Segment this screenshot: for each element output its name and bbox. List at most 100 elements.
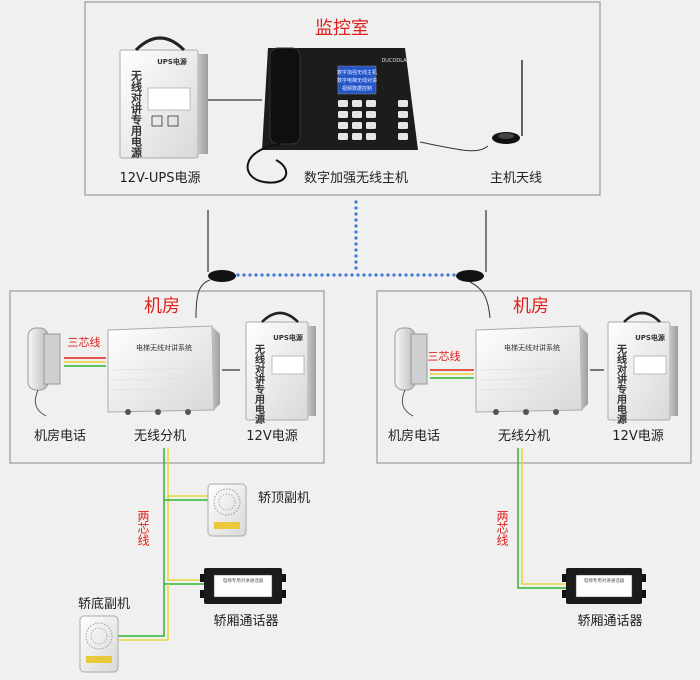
machine-room-left-title: 机房 — [144, 296, 180, 317]
wireless-dot — [422, 273, 426, 277]
wireless-dot — [428, 273, 432, 277]
host-phone-device: 数字加强无线主机 数字电梯无线对讲 视频数据控制 DUCODLA — [246, 47, 418, 184]
room-phone-left — [27, 327, 61, 417]
keypad-key — [366, 122, 376, 129]
wireless-dot — [260, 273, 264, 277]
wireless-dot — [272, 273, 276, 277]
wireless-dot — [434, 273, 438, 277]
two-wire-right — [517, 448, 568, 589]
two-wire-left — [118, 448, 208, 641]
power-left-text: 无线对讲专用电源 — [253, 344, 266, 425]
car-intercom-right-label: 轿厢通话器 — [577, 614, 642, 629]
car-intercom-left-label: 轿厢通话器 — [213, 614, 278, 629]
three-wire-right-label: 三芯线 — [428, 349, 461, 363]
antenna-right-icon — [456, 210, 491, 319]
splitter-left-label: 无线分机 — [134, 429, 186, 444]
wireless-dot — [284, 273, 288, 277]
wireless-dot — [354, 242, 358, 246]
wireless-dot — [308, 273, 312, 277]
car-intercom-left-device: 电梯专用对讲通话器 — [200, 568, 286, 604]
wireless-dot — [332, 273, 336, 277]
wireless-dot — [344, 273, 348, 277]
keypad-key — [366, 100, 376, 107]
keypad-key — [398, 133, 408, 140]
wireless-dot — [440, 273, 444, 277]
room-phone-right-label: 机房电话 — [388, 428, 440, 444]
power-right-device: UPS电源 无线对讲专用电源 — [607, 311, 678, 425]
two-wire-right-label: 两芯线 — [495, 510, 509, 546]
power-left-device: UPS电源 无线对讲专用电源 — [245, 311, 316, 425]
wireless-dot — [326, 273, 330, 277]
wireless-dot — [410, 273, 414, 277]
power-right-top-text: UPS电源 — [635, 333, 665, 342]
wireless-dot — [362, 273, 366, 277]
antenna-left-icon — [195, 210, 236, 319]
car-top-unit-device — [207, 483, 247, 537]
power-left-top-text: UPS电源 — [273, 333, 303, 342]
wireless-dot — [254, 273, 258, 277]
wireless-dot — [266, 273, 270, 277]
wireless-dot — [296, 273, 300, 277]
splitter-left-device: 电梯无线对讲系统 — [107, 325, 220, 415]
keypad-key — [352, 133, 362, 140]
antenna-label: 主机天线 — [490, 171, 542, 186]
wireless-dot — [242, 273, 246, 277]
splitter-right-label: 无线分机 — [498, 429, 550, 444]
two-wire-left-label: 两芯线 — [136, 510, 150, 546]
wireless-dot — [416, 273, 420, 277]
wireless-dot — [386, 273, 390, 277]
car-bottom-unit-label: 轿底副机 — [78, 596, 130, 612]
car-intercom-right-text: 电梯专用对讲通话器 — [584, 577, 625, 584]
machine-room-right-frame — [376, 290, 692, 464]
splitter-left-text: 电梯无线对讲系统 — [136, 343, 192, 352]
wireless-dot — [314, 273, 318, 277]
wireless-dot — [354, 230, 358, 234]
host-screen-line1: 数字加强无线主机 — [337, 69, 377, 76]
room-phone-left-label: 机房电话 — [34, 428, 86, 444]
host-brand: DUCODLA — [381, 58, 407, 64]
wireless-dot — [354, 212, 358, 216]
wireless-dot — [320, 273, 324, 277]
keypad-key — [338, 122, 348, 129]
host-screen-line2: 数字电梯无线对讲 — [337, 77, 377, 84]
host-label: 数字加强无线主机 — [304, 171, 408, 186]
power-right-text: 无线对讲专用电源 — [615, 344, 628, 425]
wireless-dot — [354, 200, 358, 204]
keypad-key — [398, 122, 408, 129]
wireless-dot — [374, 273, 378, 277]
wireless-dot — [354, 260, 358, 264]
wireless-dot — [446, 273, 450, 277]
three-wire-right — [430, 369, 474, 379]
three-wire-left-label: 三芯线 — [68, 335, 101, 349]
monitor-room-frame — [84, 1, 601, 196]
wireless-dot — [248, 273, 252, 277]
wireless-dot — [392, 273, 396, 277]
wireless-dot — [354, 224, 358, 228]
keypad-key — [352, 100, 362, 107]
keypad-key — [338, 111, 348, 118]
keypad-key — [398, 100, 408, 107]
wireless-dot — [356, 273, 360, 277]
ups-label: 12V-UPS电源 — [120, 171, 201, 186]
wireless-dot — [354, 266, 358, 270]
monitor-room-title: 监控室 — [315, 18, 369, 39]
power-left-label: 12V电源 — [246, 429, 297, 444]
keypad-key — [366, 133, 376, 140]
keypad-key — [338, 100, 348, 107]
wireless-dot — [236, 273, 240, 277]
room-phone-right — [394, 327, 428, 417]
wireless-dot — [452, 273, 456, 277]
wireless-dot — [302, 273, 306, 277]
ups-device-top-text: UPS电源 — [157, 57, 187, 66]
machine-room-left-frame — [9, 290, 325, 464]
wireless-dot — [278, 273, 282, 277]
host-antenna-icon — [419, 60, 523, 152]
wireless-dot — [354, 206, 358, 210]
power-right-label: 12V电源 — [612, 429, 663, 444]
keypad-key — [352, 111, 362, 118]
wireless-dot — [290, 273, 294, 277]
wireless-link — [236, 200, 456, 277]
ups-power-device: UPS电源 无线对讲专用电源 — [119, 36, 208, 159]
ups-device-text: 无线对讲专用电源 — [130, 70, 144, 159]
